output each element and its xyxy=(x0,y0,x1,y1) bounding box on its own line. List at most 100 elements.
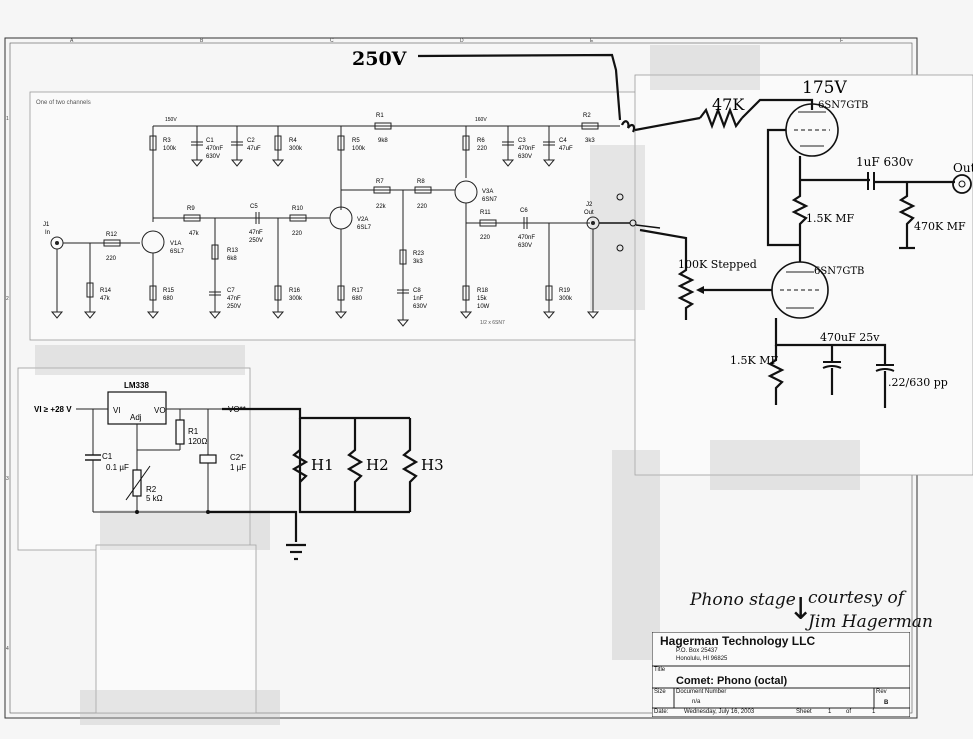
main-schematic: One of two channels 150V 160V R1 9k8 R2 … xyxy=(36,100,620,327)
schematic-label: R18 xyxy=(477,288,489,294)
schematic-label: 47nF xyxy=(249,230,263,236)
schematic-line xyxy=(50,311,600,327)
schematic-label: 3 xyxy=(6,476,9,482)
schematic-label: J2 xyxy=(586,202,593,208)
schematic-line xyxy=(83,311,97,319)
schematic-label: 6k8 xyxy=(227,256,237,262)
schematic-label: 1 xyxy=(6,116,9,122)
schematic-label: 250V xyxy=(352,48,408,70)
resistor-R1 xyxy=(374,122,392,130)
schematic-label: 300k xyxy=(289,146,303,152)
schematic-label: 220 xyxy=(477,146,488,152)
schematic-line xyxy=(417,53,622,121)
schematic-label: 300k xyxy=(559,296,573,302)
schematic-line xyxy=(190,159,204,167)
schematic-label: C6 xyxy=(520,208,528,214)
schematic-line xyxy=(542,159,556,167)
schematic-label: VI xyxy=(113,406,121,415)
schematic-label: 6SN7GTB xyxy=(818,100,868,111)
schematic-label: VI ≥ +28 V xyxy=(34,405,72,414)
schematic-label: R16 xyxy=(289,288,301,294)
schematic-label: 175V xyxy=(802,78,847,98)
schematic-label: R3 xyxy=(163,138,171,144)
schematic-label: R1 xyxy=(376,113,384,119)
title-block xyxy=(651,631,911,718)
schematic-label: 0.1 µF xyxy=(106,463,129,472)
handwritten-b-plus: 250V xyxy=(352,48,622,121)
schematic-label: 5 kΩ xyxy=(146,494,163,503)
schematic-label: VO xyxy=(154,406,166,415)
schematic-label: H3 xyxy=(421,456,444,474)
schematic-line xyxy=(898,182,916,248)
schematic-line xyxy=(767,345,785,405)
schematic-label: 9k8 xyxy=(378,138,388,144)
heater-strings: H1 H2 H3 xyxy=(208,407,444,561)
schematic-line xyxy=(822,365,842,369)
schematic-label: 680 xyxy=(352,296,363,302)
schematic-label: 470uF 25v xyxy=(820,331,880,344)
schematic-line xyxy=(741,98,814,119)
resistor-R15 xyxy=(149,285,157,301)
schematic-label: 220 xyxy=(292,231,303,237)
sheet-total: 1 xyxy=(872,709,876,715)
schematic-label: 47k xyxy=(100,296,111,302)
schematic-label: 680 xyxy=(163,296,174,302)
document-number-label: Document Number xyxy=(676,689,727,695)
resistor-R4 xyxy=(274,135,282,151)
schematic-label: 100k xyxy=(352,146,366,152)
schematic-line xyxy=(208,311,222,319)
credit-note-line2: courtesy of xyxy=(808,588,904,608)
schematic-label: In xyxy=(45,230,50,236)
date-value: Wednesday, July 16, 2003 xyxy=(684,709,755,715)
pasted-handdrawn-stage xyxy=(634,74,973,476)
schematic-label: J1 xyxy=(43,222,50,228)
schematic-label: R15 xyxy=(163,288,175,294)
schematic-label: R6 xyxy=(477,138,485,144)
schematic-line xyxy=(766,128,800,247)
schematic-label: 630V xyxy=(518,243,532,249)
schematic-line xyxy=(696,286,704,294)
schematic-label: V2A xyxy=(357,217,368,223)
schematic-label: R11 xyxy=(480,210,491,216)
schematic-line xyxy=(298,418,410,514)
resistor-R14 xyxy=(86,282,94,298)
schematic-label: 220 xyxy=(480,235,491,241)
schematic-line xyxy=(291,449,309,483)
tape-strip xyxy=(590,145,645,310)
schematic-label: C3 xyxy=(518,138,526,144)
tape-strip xyxy=(710,440,860,490)
block-title: One of two channels xyxy=(36,100,91,106)
schematic-label: 4 xyxy=(6,646,9,652)
company-address-1: P.O. Box 25437 xyxy=(676,648,718,654)
rev-label: Rev xyxy=(876,689,887,695)
blank-paper-patch xyxy=(95,544,257,714)
schematic-label: R19 xyxy=(559,288,571,294)
schematic-label: C2 xyxy=(247,138,255,144)
schematic-label: C xyxy=(330,38,334,44)
schematic-label: 47uF xyxy=(559,146,573,152)
schematic-label: C1 xyxy=(102,452,113,461)
schematic-label: 120Ω xyxy=(188,437,207,446)
date-label: Date: xyxy=(654,709,669,715)
schematic-label: R23 xyxy=(413,251,425,257)
schematic-label: 630V xyxy=(206,154,220,160)
schematic-label: H2 xyxy=(366,456,389,474)
resistor-R13 xyxy=(211,244,219,260)
resistor-R10 xyxy=(289,214,307,222)
schematic-line xyxy=(774,318,887,365)
schematic-label: 300k xyxy=(289,296,303,302)
pasted-regulator-schematic xyxy=(17,367,251,551)
resistor-R2 xyxy=(581,122,599,130)
output-jack xyxy=(952,174,972,194)
schematic-label: Adj xyxy=(130,413,142,422)
schematic-line xyxy=(459,311,473,319)
resistor-R23 xyxy=(399,249,407,265)
resistor-R5 xyxy=(337,135,345,151)
schematic-label: 1 µF xyxy=(230,463,246,472)
schematic-label: LM338 xyxy=(124,381,149,390)
schematic-line xyxy=(699,106,743,130)
credit-note-line1: Phono stage xyxy=(690,590,796,610)
schematic-line xyxy=(635,224,661,229)
schematic-line xyxy=(639,228,688,255)
